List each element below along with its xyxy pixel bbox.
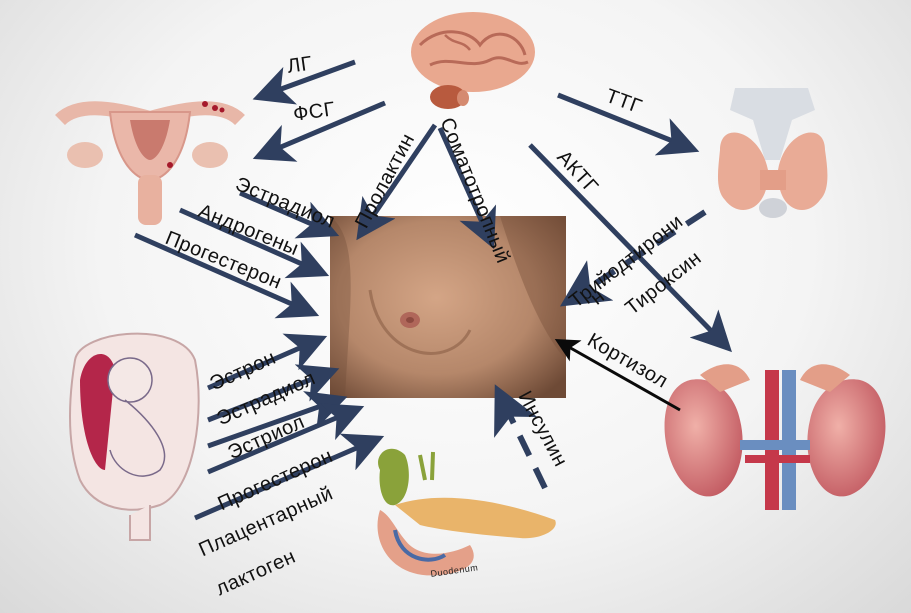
pancreas-image bbox=[377, 448, 556, 576]
arrow-thyroid-hormones bbox=[559, 209, 707, 307]
arrow-estriol bbox=[207, 391, 348, 449]
uterus-image bbox=[55, 101, 245, 225]
label-lg: ЛГ bbox=[285, 52, 314, 78]
thyroid-image bbox=[717, 88, 828, 218]
arrow-prolactin bbox=[356, 123, 438, 241]
arrow-lg bbox=[252, 59, 356, 105]
breast-image bbox=[330, 216, 566, 398]
arrow-estron bbox=[207, 333, 328, 391]
pregnant-uterus-image bbox=[69, 332, 200, 541]
arrow-androgens bbox=[178, 207, 330, 279]
arrow-insulin bbox=[494, 384, 548, 490]
arrow-cortisol bbox=[554, 339, 681, 412]
arrow-estradiol-placenta bbox=[207, 364, 340, 423]
arrow-placental-lactogen bbox=[194, 433, 385, 521]
brain-image bbox=[411, 12, 535, 109]
arrows bbox=[133, 59, 732, 521]
arrow-aktg bbox=[528, 143, 732, 353]
kidneys-image bbox=[664, 364, 886, 510]
arrow-progesterone-ovary bbox=[133, 232, 320, 319]
arrow-somatotropin bbox=[437, 126, 497, 250]
arrow-progesterone-placenta bbox=[207, 403, 365, 475]
arrow-ttg bbox=[557, 92, 700, 156]
arrow-fsg bbox=[252, 100, 386, 162]
arrow-estradiol-ovary bbox=[239, 190, 340, 239]
